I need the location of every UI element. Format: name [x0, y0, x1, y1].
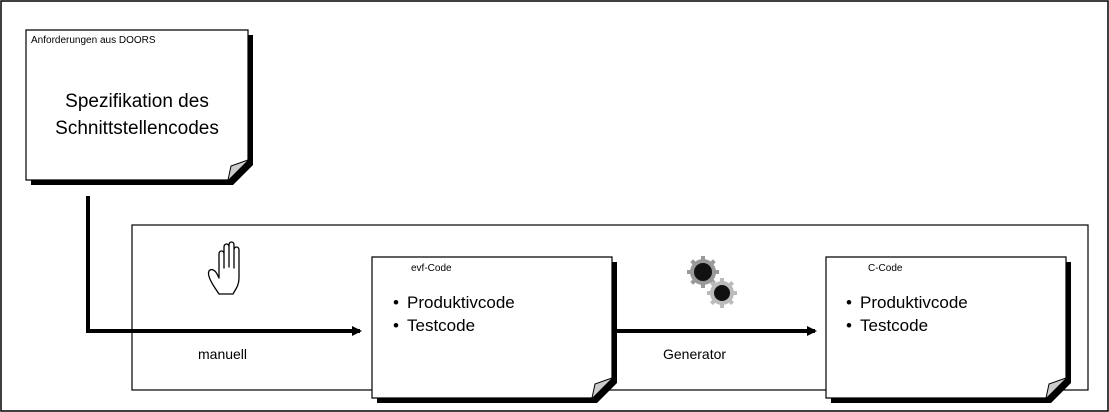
gears-icon	[687, 256, 737, 308]
manual-arrow	[86, 196, 362, 336]
spec-doc-title-line2: Schnittstellencodes	[55, 118, 219, 139]
spec-document-shape	[25, 29, 253, 185]
spec-doc-header: Anforderungen aus DOORS	[31, 35, 156, 46]
c-doc-list: Produktivcode Testcode	[846, 291, 968, 337]
manual-label: manuell	[198, 346, 248, 362]
hand-icon	[207, 241, 240, 295]
spec-doc-title: Spezifikation des Schnittstellencodes	[26, 88, 248, 142]
spec-doc-title-line1: Spezifikation des	[65, 91, 209, 112]
c-doc-item: Produktivcode	[846, 291, 968, 314]
c-doc-item: Testcode	[846, 314, 968, 337]
generator-label: Generator	[663, 346, 727, 362]
evf-doc-header: evf-Code	[411, 263, 452, 274]
evf-doc-item: Produktivcode	[393, 291, 515, 314]
evf-doc-item: Testcode	[393, 314, 515, 337]
c-doc-header: C-Code	[868, 263, 903, 274]
evf-doc-list: Produktivcode Testcode	[393, 291, 515, 337]
